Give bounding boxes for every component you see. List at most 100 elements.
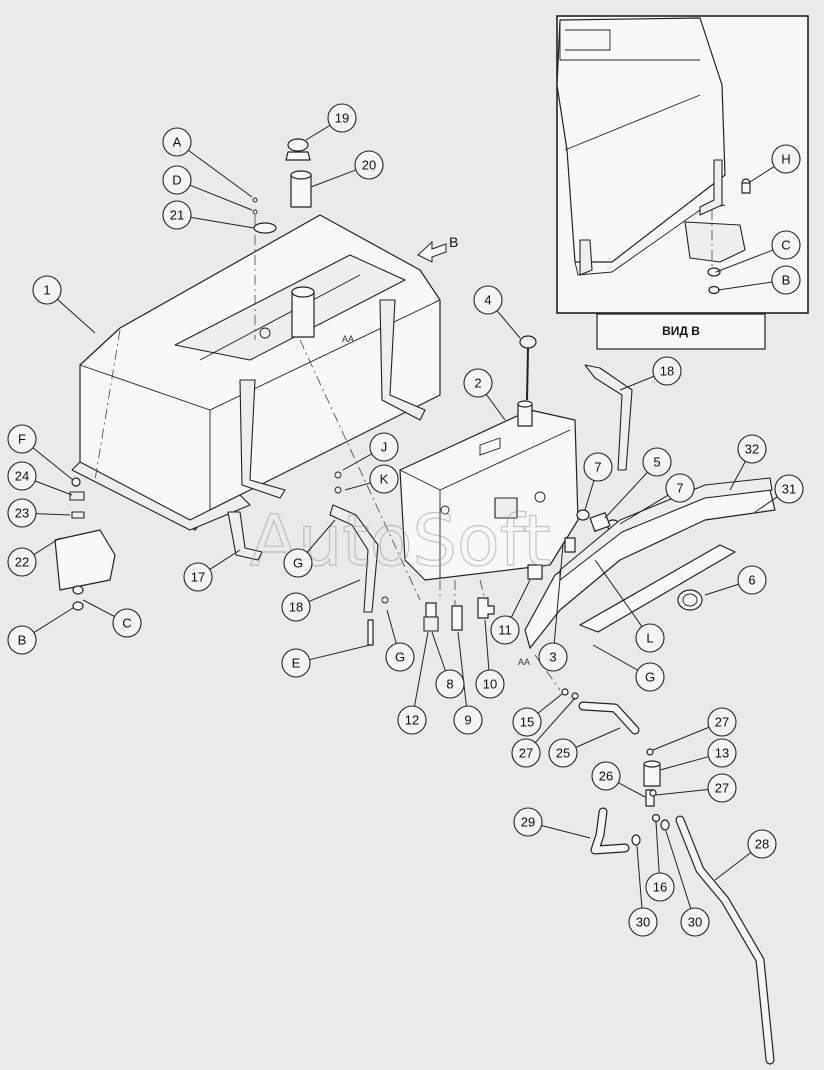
callout-circle-4 xyxy=(473,285,503,315)
leader-21 xyxy=(190,216,255,229)
callout-label-13: 13 xyxy=(715,746,729,761)
callout-label-26: 26 xyxy=(599,769,613,784)
leader-13 xyxy=(659,756,709,771)
leader-7a xyxy=(584,480,595,511)
bracket-left xyxy=(54,477,116,611)
leader-9 xyxy=(457,631,467,707)
callout-3: 3 xyxy=(538,642,568,672)
callout-circle-10 xyxy=(475,669,505,699)
filler-neck xyxy=(290,170,312,208)
callout-F: F xyxy=(7,424,37,454)
leader-3 xyxy=(553,544,564,644)
callout-label-7a: 7 xyxy=(594,460,601,475)
leader-30a xyxy=(636,845,643,909)
callout-label-J: J xyxy=(381,440,388,455)
leader-F xyxy=(32,447,74,481)
filler-cap xyxy=(285,138,311,161)
callout-label-18b: 18 xyxy=(660,364,674,379)
callout-circle-A xyxy=(162,127,192,157)
callout-Cl: C xyxy=(112,608,142,638)
flange-21 xyxy=(253,222,277,234)
callout-circle-L xyxy=(635,623,665,653)
callout-circle-Cl xyxy=(112,608,142,638)
callout-22: 22 xyxy=(7,547,37,577)
callout-circle-E xyxy=(281,648,311,678)
callout-label-16: 16 xyxy=(653,880,667,895)
callout-24: 24 xyxy=(7,461,37,491)
callout-label-29: 29 xyxy=(521,815,535,830)
callout-label-L: L xyxy=(646,631,653,646)
leader-12 xyxy=(414,631,429,707)
callout-circle-30b xyxy=(680,907,710,937)
leader-30b xyxy=(665,830,692,909)
callout-circle-17 xyxy=(183,562,213,592)
callout-4: 4 xyxy=(473,285,503,315)
callout-circle-Bl xyxy=(7,625,37,655)
callout-circle-16 xyxy=(645,872,675,902)
callout-circle-G2 xyxy=(385,642,415,672)
callout-circle-11 xyxy=(490,615,520,645)
callout-circle-1 xyxy=(32,275,62,305)
callout-label-22: 22 xyxy=(15,555,29,570)
inset-tank-drawing xyxy=(556,17,751,295)
callout-7b: 7 xyxy=(665,473,695,503)
callout-label-H: H xyxy=(781,152,790,167)
callout-5: 5 xyxy=(642,447,672,477)
callout-8: 8 xyxy=(435,669,465,699)
callout-label-Bi: B xyxy=(782,273,791,288)
leader-16 xyxy=(655,821,660,874)
callout-circle-27b xyxy=(511,738,541,768)
callout-label-9: 9 xyxy=(464,713,471,728)
leader-23 xyxy=(35,513,71,516)
callout-Bi: B xyxy=(771,265,801,295)
callout-6: 6 xyxy=(737,565,767,595)
leader-27c xyxy=(655,788,709,796)
callout-27a: 27 xyxy=(707,707,737,737)
leader-11 xyxy=(510,579,531,618)
callout-circle-Ci xyxy=(771,230,801,260)
callout-label-Cl: C xyxy=(122,616,131,631)
callout-label-32: 32 xyxy=(745,442,759,457)
leader-J xyxy=(342,453,373,471)
callout-label-23: 23 xyxy=(15,506,29,521)
callout-circle-G1 xyxy=(283,548,313,578)
callout-Ci: C xyxy=(771,230,801,260)
callout-label-27a: 27 xyxy=(715,715,729,730)
callout-31: 31 xyxy=(774,474,804,504)
callout-circle-13 xyxy=(707,738,737,768)
inset-view-b: ВИД В xyxy=(556,15,809,350)
callout-18b: 18 xyxy=(652,356,682,386)
callout-label-10: 10 xyxy=(483,677,497,692)
callout-label-27c: 27 xyxy=(715,781,729,796)
fuel-tank xyxy=(399,400,579,581)
callout-label-28: 28 xyxy=(755,837,769,852)
callout-circle-30a xyxy=(628,907,658,937)
leader-15 xyxy=(537,693,563,714)
callout-label-2: 2 xyxy=(474,376,481,391)
callout-2: 2 xyxy=(463,368,493,398)
callout-label-1: 1 xyxy=(43,283,50,298)
leader-G1 xyxy=(306,519,336,553)
leader-26 xyxy=(618,782,646,798)
callout-G1: G xyxy=(283,548,313,578)
view-arrow-label: B xyxy=(449,234,458,250)
small-parts xyxy=(561,688,670,846)
callout-30a: 30 xyxy=(628,907,658,937)
callout-circle-J xyxy=(369,432,399,462)
callout-15: 15 xyxy=(512,707,542,737)
callout-label-G3: G xyxy=(645,670,655,685)
callout-label-G2: G xyxy=(395,650,405,665)
callout-circle-20 xyxy=(354,150,384,180)
tank-housing xyxy=(71,214,441,531)
callout-label-27b: 27 xyxy=(519,746,533,761)
callout-circle-2 xyxy=(463,368,493,398)
callout-circle-28 xyxy=(747,829,777,859)
leader-2 xyxy=(485,394,506,421)
leader-H xyxy=(749,166,775,183)
leader-1 xyxy=(57,298,96,334)
callout-G3: G xyxy=(635,662,665,692)
leader-E xyxy=(309,644,371,661)
callout-circle-F xyxy=(7,424,37,454)
callout-20: 20 xyxy=(354,150,384,180)
